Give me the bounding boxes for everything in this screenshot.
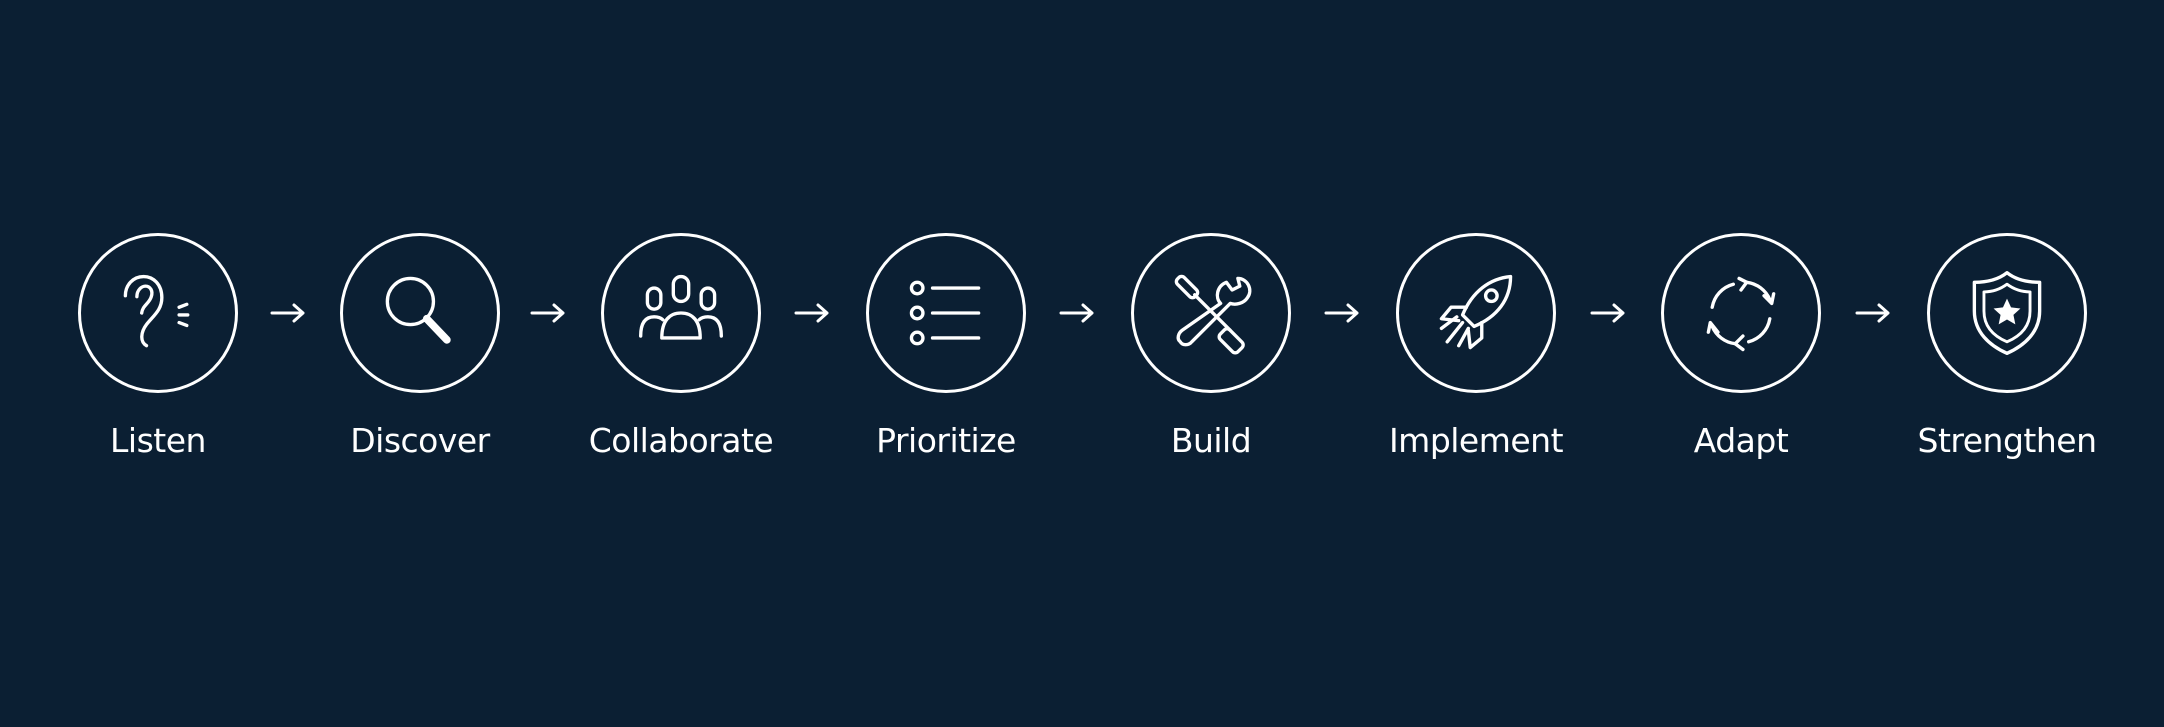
people-group-icon [639, 274, 723, 340]
step-circle [78, 233, 238, 393]
arrow-right-icon [1590, 301, 1626, 325]
arrow-right-icon [1059, 301, 1095, 325]
step-label: Strengthen [1917, 421, 2097, 460]
cycle-arrows-icon [1706, 276, 1776, 352]
step-circle [601, 233, 761, 393]
step-prioritize: Prioritize [826, 233, 1066, 461]
step-label: Discover [350, 421, 490, 460]
ear-icon [123, 274, 190, 348]
arrow-right-icon [1324, 301, 1360, 325]
step-label: Adapt [1693, 421, 1789, 460]
step-implement: Implement [1356, 233, 1596, 461]
tools-icon [1174, 274, 1252, 355]
step-circle [1927, 233, 2087, 393]
magnifying-glass-icon [385, 276, 451, 344]
step-label: Collaborate [588, 421, 774, 460]
step-collaborate: Collaborate [561, 233, 801, 461]
rocket-icon [1439, 274, 1513, 350]
step-listen: Listen [38, 233, 278, 461]
arrow-right-icon [794, 301, 830, 325]
shield-star-icon [1972, 271, 2042, 355]
step-circle [1131, 233, 1291, 393]
arrow-right-icon [270, 301, 306, 325]
step-build: Build [1091, 233, 1331, 461]
step-circle [1396, 233, 1556, 393]
arrow-right-icon [530, 301, 566, 325]
step-label: Listen [110, 421, 206, 460]
step-circle [340, 233, 500, 393]
step-circle [1661, 233, 1821, 393]
step-label: Build [1170, 421, 1252, 460]
step-label: Prioritize [876, 421, 1016, 460]
step-label: Implement [1388, 421, 1564, 460]
step-discover: Discover [300, 233, 540, 461]
step-strengthen: Strengthen [1887, 233, 2127, 461]
arrow-right-icon [1855, 301, 1891, 325]
list-icon [909, 280, 981, 346]
step-adapt: Adapt [1621, 233, 1861, 461]
step-circle [866, 233, 1026, 393]
